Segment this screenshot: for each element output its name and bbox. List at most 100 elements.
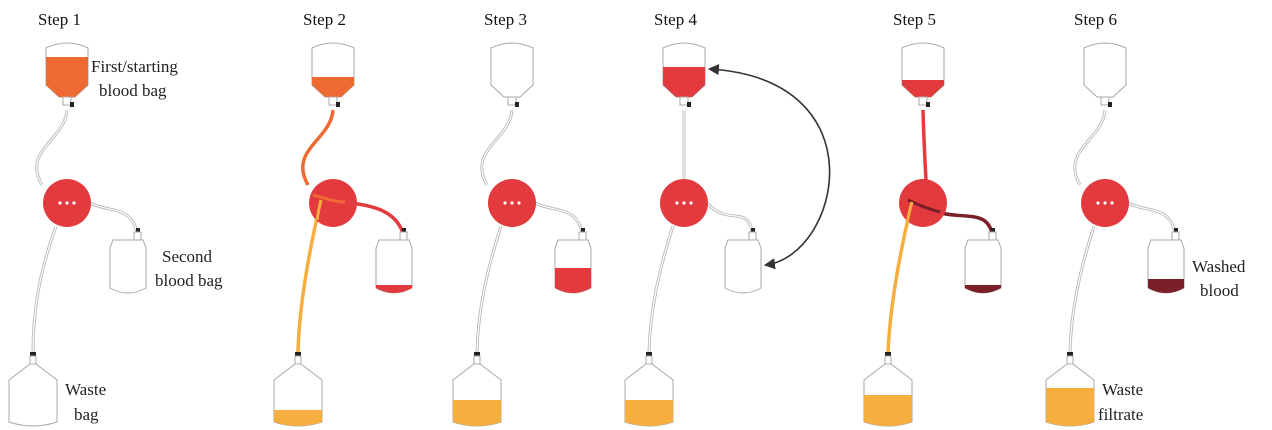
step-6-tube-down-inner [1069, 225, 1095, 353]
step-5-pump-tube-waste [905, 201, 914, 225]
step-3-starting-bag-clamp [515, 102, 519, 107]
step-6-waste-bag-port [1066, 355, 1074, 365]
step-6-tube-down [1068, 225, 1096, 353]
step-5-pump-tube-through [921, 181, 932, 221]
step-1-title: Step 1 [38, 10, 81, 29]
step-3-waste-bag-port [473, 355, 481, 365]
step-4-tube-down-inner [648, 225, 674, 353]
step-3-title: Step 3 [484, 10, 527, 29]
step-2-group [273, 42, 413, 427]
transfer-arrow [707, 63, 831, 270]
step-2-pump-tube-out [315, 199, 323, 221]
step-6-group: Washed blood Waste filtrate [1045, 42, 1246, 427]
step-2-waste-bag-port [294, 355, 302, 365]
step-1-waste-bag-port [29, 355, 37, 365]
step-1-pump-dot [65, 201, 69, 205]
step-3-pump-dot [510, 201, 514, 205]
step-6-pump-dot [1110, 201, 1114, 205]
waste-bag-label-line2: bag [74, 405, 99, 424]
step-6-starting-bag [1083, 42, 1127, 98]
step-1-waste-bag-clamp [30, 352, 36, 356]
step-4-waste-bag-port [645, 355, 653, 365]
step-3-tube-top [480, 109, 514, 186]
step-6-starting-bag-port [1100, 96, 1110, 106]
step-3-tube-top-inner [481, 109, 513, 186]
step-1-pump-dot [58, 201, 62, 205]
step-3-tube-down-inner [476, 225, 502, 353]
step-2-tube-down [296, 199, 323, 353]
step-2-waste-bag-clamp [295, 352, 301, 356]
step-3-second-bag-clamp [581, 228, 585, 233]
step-6-title: Step 6 [1074, 10, 1117, 29]
step-2-starting-bag-clamp [336, 102, 340, 107]
step-3-tube-right-inner [534, 202, 583, 233]
step-2-waste-fluid [274, 410, 322, 426]
step-2-starting-bag-port [328, 96, 338, 106]
step-4-waste-fluid [625, 400, 673, 426]
step-1-group: First/starting blood bag Second blood ba… [8, 42, 223, 427]
step-1-second-bag [109, 239, 147, 294]
step-5-starting-bag-clamp [926, 102, 930, 107]
step-2-pump-tube-through [312, 193, 346, 204]
step-6-washed-blood [1148, 279, 1184, 293]
step-3-tube-down [475, 225, 503, 353]
step-4-second-bag [724, 239, 762, 294]
step-1-tube-down-inner [32, 225, 57, 353]
step-5-second-bag-blood [965, 285, 1001, 293]
step-5-second-bag-clamp [991, 228, 995, 233]
step-3-pump-dot [517, 201, 521, 205]
step-1-starting-bag-port [62, 96, 72, 106]
step-6-starting-bag-clamp [1108, 102, 1112, 107]
step-2-second-bag-blood [376, 285, 412, 293]
step-4-tube-down [647, 225, 675, 353]
step-2-title: Step 2 [303, 10, 346, 29]
step-1-tube-right-inner [89, 202, 138, 233]
step-4-waste-bag-clamp [646, 352, 652, 356]
step-1-waste-bag [8, 363, 58, 427]
step-4-pump-dot [689, 201, 693, 205]
step-3-group [452, 42, 592, 427]
first-bag-label-line1: First/starting [91, 57, 178, 76]
waste-filtrate-label-line2: filtrate [1098, 405, 1143, 424]
washed-blood-label-line1: Washed [1192, 257, 1246, 276]
step-5-starting-bag-blood [902, 80, 944, 97]
step-6-second-bag-clamp [1174, 228, 1178, 233]
step-5-starting-bag-port [918, 96, 928, 106]
step-5-group [863, 42, 1002, 427]
step-4-title: Step 4 [654, 10, 697, 29]
step-5-pump-wheel [899, 179, 947, 227]
step-1-pump-dot [72, 201, 76, 205]
step-1-tube-top-inner [36, 109, 68, 186]
step-1-tube-top [35, 109, 69, 186]
step-5-waste-fluid [864, 395, 912, 426]
step-1-starting-bag-clamp [70, 102, 74, 107]
step-5-waste-bag-port [884, 355, 892, 365]
step-4-starting-bag-clamp [687, 102, 691, 107]
step-6-pump-dot [1096, 201, 1100, 205]
step-2-starting-bag-blood [312, 77, 354, 97]
step-6-tube-right-inner [1127, 202, 1176, 233]
step-1-tube-down [31, 225, 58, 353]
step-6-pump-dot [1103, 201, 1107, 205]
step-3-pump-dot [503, 201, 507, 205]
step-3-second-bag-blood [555, 268, 591, 293]
step-6-waste-filtrate [1046, 388, 1094, 426]
step-4-starting-bag-port [679, 96, 689, 106]
step-5-title: Step 5 [893, 10, 936, 29]
step-1-second-bag-clamp [136, 228, 140, 233]
step-4-pump-dot [675, 201, 679, 205]
step-2-second-bag-clamp [402, 228, 406, 233]
step-1-starting-bag-blood [46, 57, 88, 97]
waste-filtrate-label-line1: Waste [1102, 380, 1143, 399]
step-4-pump-dot [682, 201, 686, 205]
step-3-starting-bag [490, 42, 534, 98]
step-2-tube-top [300, 109, 335, 186]
step-6-tube-top-inner [1074, 109, 1106, 186]
step-5-tube-down [886, 201, 914, 353]
step-6-tube-top [1073, 109, 1107, 186]
step-5-waste-bag-clamp [885, 352, 891, 356]
step-3-waste-bag-clamp [474, 352, 480, 356]
waste-bag-label-line1: Waste [65, 380, 106, 399]
step-4-starting-bag-blood [663, 67, 705, 97]
